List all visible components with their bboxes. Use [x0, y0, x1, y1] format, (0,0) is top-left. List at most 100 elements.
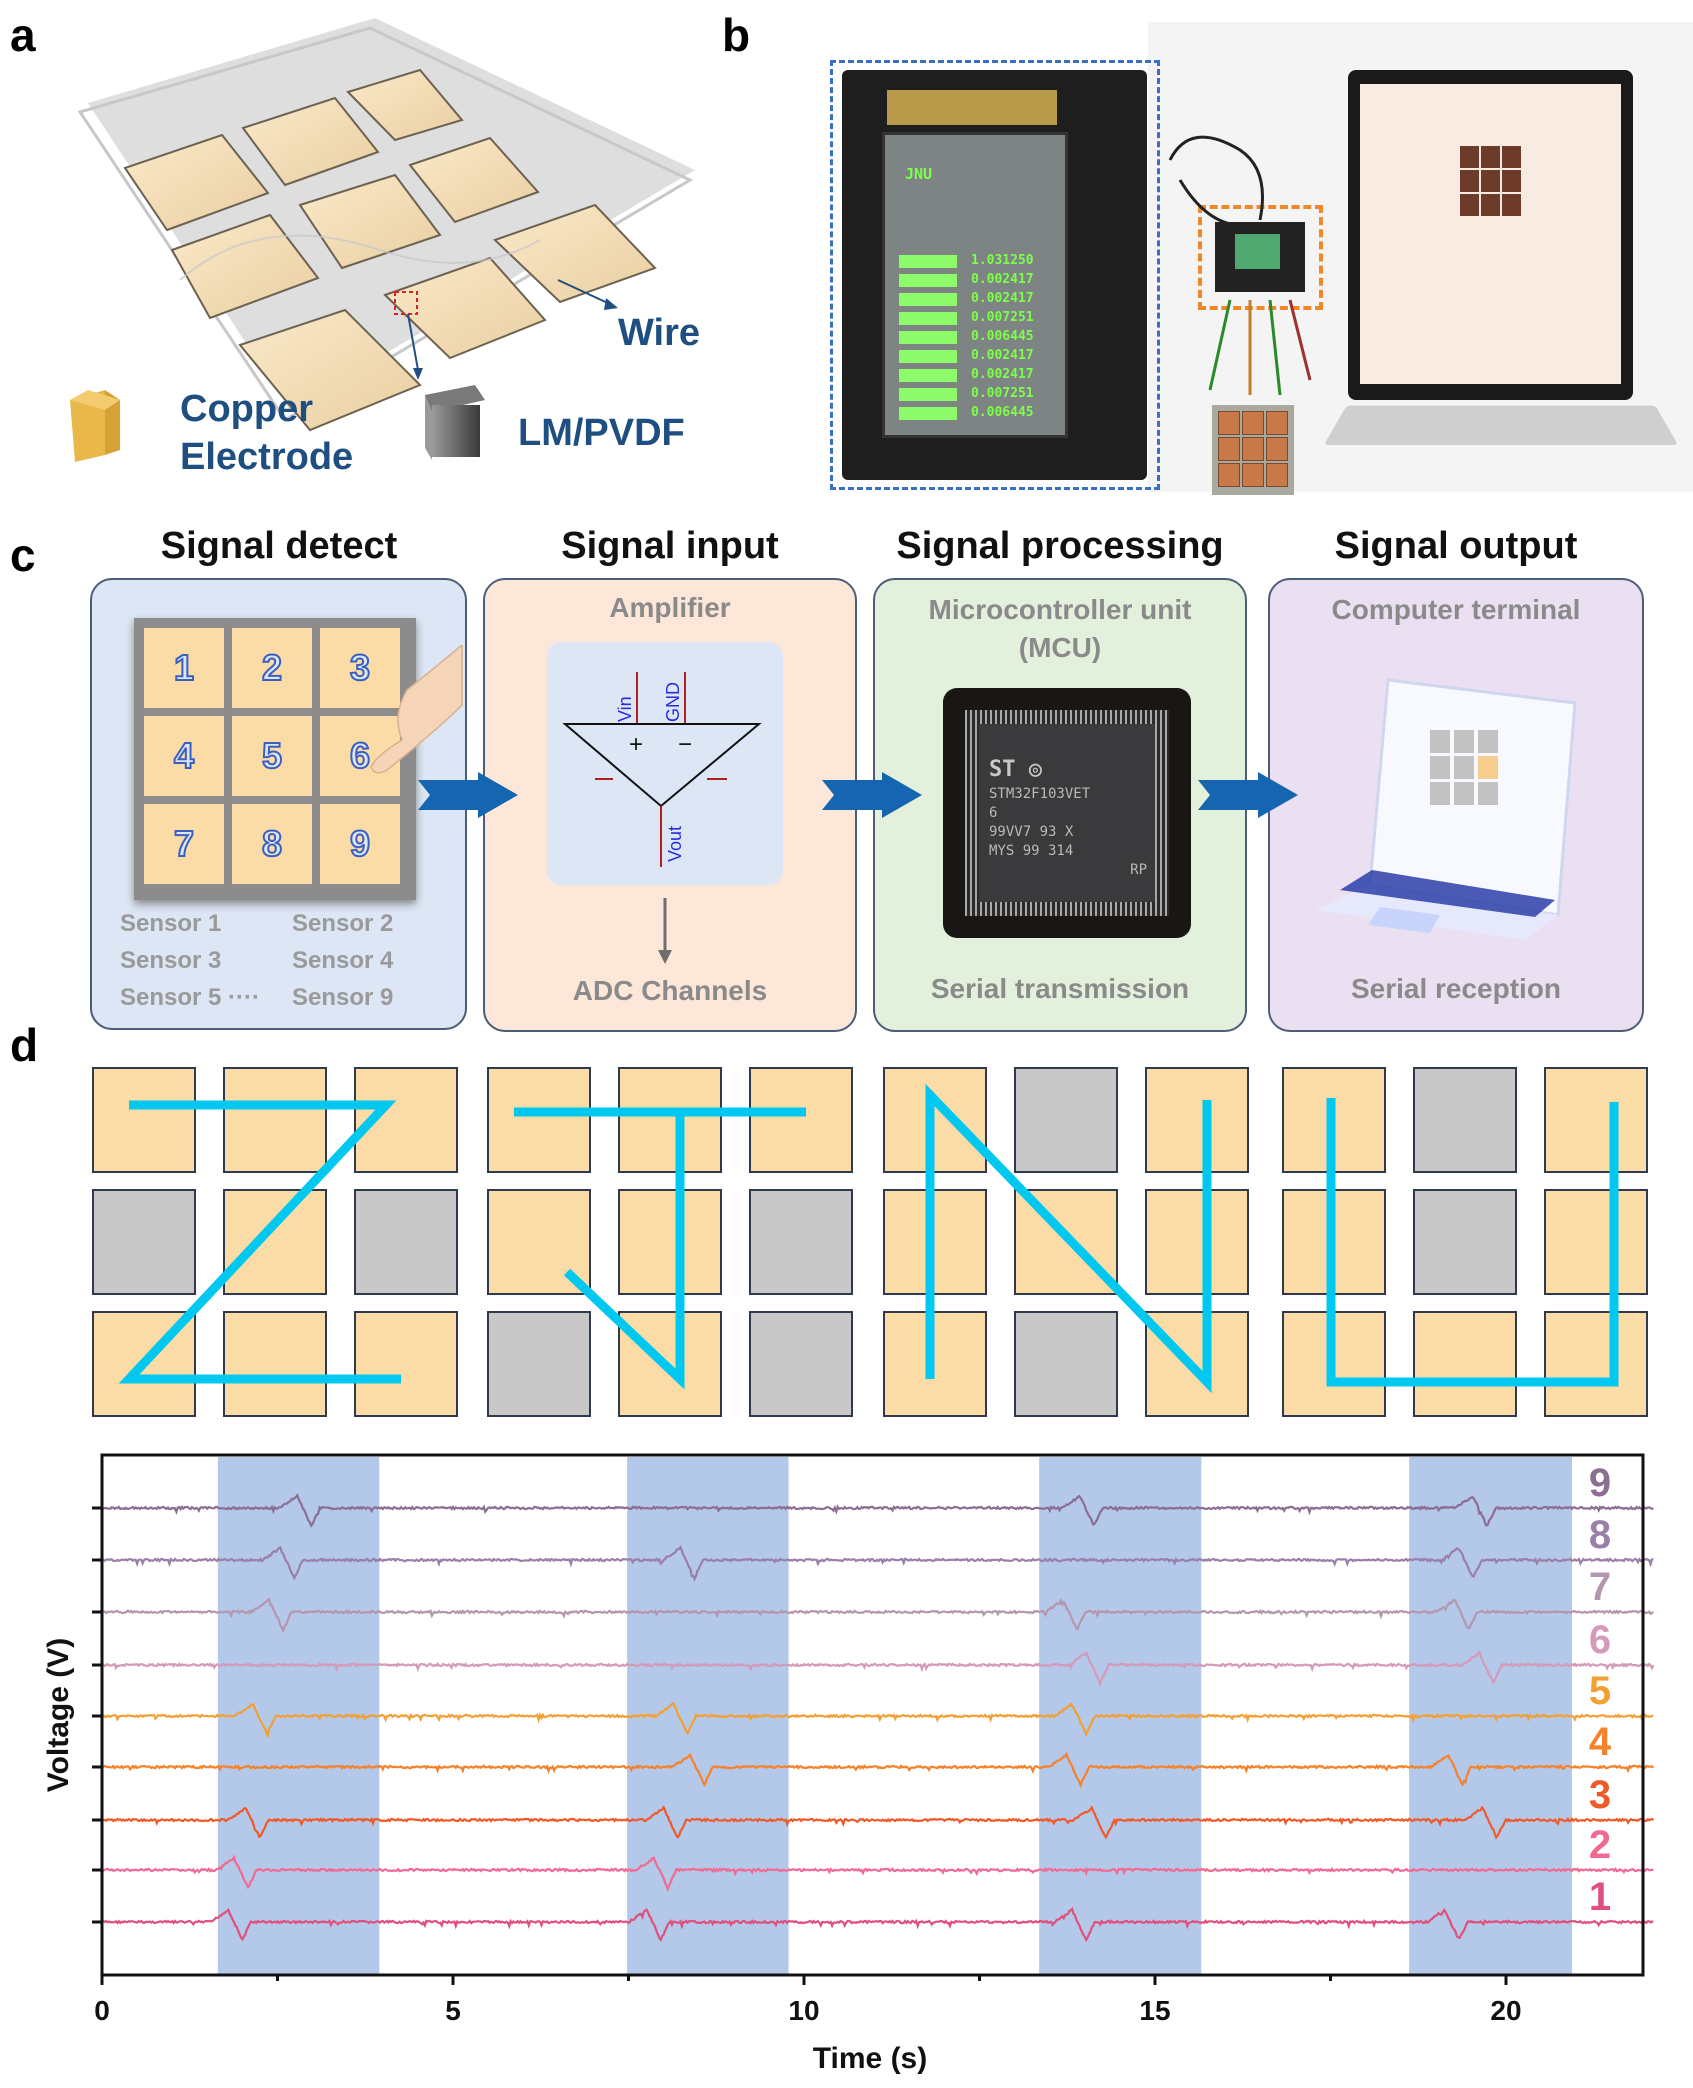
lm-pvdf-label: LM/PVDF — [518, 412, 685, 454]
arrow-right-icon — [418, 772, 518, 818]
laptop-screen — [1348, 70, 1633, 400]
lcd-row: 0.002417 — [891, 367, 1061, 384]
sensor-cell-4: 4 — [144, 716, 224, 796]
screen-sensor-cell — [1454, 730, 1474, 753]
vout-label: Vout — [665, 826, 685, 862]
chip-body: ST ◎ STM32F103VET 6 99VV7 93 X MYS 99 31… — [979, 724, 1155, 902]
mcu-label-line2: (MCU) — [1018, 632, 1102, 663]
lcd-value: 0.002417 — [971, 367, 1034, 382]
lcd-title: JNU — [905, 165, 933, 183]
chip-marking-2: 6 — [989, 805, 998, 821]
trajectory-N — [925, 1083, 1212, 1394]
peeled-film — [179, 234, 541, 281]
trajectory-U — [1326, 1098, 1619, 1387]
arrow-right-icon — [822, 772, 922, 818]
stage-box-input: Amplifier Vin GND Vout + − ADC Channels — [483, 578, 857, 1032]
laptop-grid-cell — [1481, 170, 1500, 192]
grid-cell-active — [1282, 1067, 1386, 1173]
grid-cell-active — [487, 1189, 591, 1295]
grid-cell-active — [1544, 1067, 1648, 1173]
series-label-1: 1 — [1589, 1875, 1611, 1919]
trace-sensor-2 — [101, 1854, 1654, 1893]
grid-cell-active — [1282, 1311, 1386, 1417]
photo-sensor-pad — [1218, 437, 1240, 461]
photo-sensor-pad — [1218, 463, 1240, 487]
chip-marking-1: STM32F103VET — [989, 786, 1091, 802]
screen-sensor-cell — [1430, 756, 1450, 779]
lm-pvdf-cube-icon — [425, 385, 485, 460]
grid-cell-active — [883, 1189, 987, 1295]
highlight-box — [394, 291, 418, 315]
sensor-cell-5: 5 — [232, 716, 312, 796]
trace-sensor-6 — [101, 1650, 1655, 1688]
trace-sensor-9 — [101, 1493, 1654, 1528]
copper-cube-icon — [70, 390, 120, 462]
lcd-value: 0.007251 — [971, 310, 1034, 325]
grid-cell-active — [1413, 1311, 1517, 1417]
trace-sensor-1 — [101, 1906, 1654, 1943]
lcd-value: 0.002417 — [971, 272, 1034, 287]
finger-icon — [370, 645, 463, 774]
screen-sensor-cell — [1430, 730, 1450, 753]
chip-marking-3: 99VV7 93 X — [989, 824, 1074, 840]
photo-sensor-pad — [1266, 463, 1288, 487]
sensor-cell-9: 9 — [320, 804, 400, 884]
grid-cell-inactive — [1014, 1311, 1118, 1417]
trace-sensor-7 — [101, 1597, 1654, 1634]
screen-sensor-cell — [1454, 756, 1474, 779]
photo-sensor-pad — [1266, 411, 1288, 435]
lcd-value: 0.006445 — [971, 329, 1034, 344]
series-label-7: 7 — [1589, 1565, 1611, 1609]
laptop-icon — [1315, 678, 1577, 940]
grid-cell-active — [1282, 1189, 1386, 1295]
laptop-grid-cell — [1481, 146, 1500, 168]
stage-box-output: Computer terminal Serial reception — [1268, 578, 1644, 1032]
grid-cell-inactive — [487, 1311, 591, 1417]
panel-letter-b: b — [722, 9, 751, 61]
letter-grid-J — [487, 1067, 853, 1417]
sensor-array-photo — [1212, 405, 1294, 495]
trace-sensor-4 — [101, 1751, 1655, 1789]
lcd-row: 0.007251 — [891, 310, 1061, 327]
photo-sensor-pad — [1242, 463, 1264, 487]
series-label-4: 4 — [1589, 1720, 1612, 1764]
x-axis-label: Time (s) — [813, 2042, 927, 2075]
sensor-list-5: Sensor 5 ···· — [120, 984, 261, 1011]
series-label-6: 6 — [1589, 1618, 1611, 1662]
lcd-row: 0.006445 — [891, 329, 1061, 346]
grid-cell-inactive — [1413, 1067, 1517, 1173]
sensor-cell-3: 3 — [320, 628, 400, 708]
x-tick-label: 0 — [94, 1995, 110, 2026]
vin-label: Vin — [615, 696, 635, 722]
op-amp-icon: Vin GND Vout + − — [562, 672, 762, 867]
grid-cell-active — [487, 1067, 591, 1173]
trajectory-J — [563, 1112, 685, 1390]
lcd-bar — [899, 293, 957, 306]
screen-sensor-cell — [1478, 730, 1498, 753]
sensor-list-2: Sensor 2 — [292, 910, 394, 937]
grid-cell-inactive — [92, 1189, 196, 1295]
panel-letter-d: d — [10, 1019, 39, 1071]
grid-cell-active — [354, 1311, 458, 1417]
grid-cell-active — [883, 1311, 987, 1417]
grid-cell-inactive — [1014, 1067, 1118, 1173]
mcu-label-line1: Microcontroller unit — [928, 594, 1192, 625]
photo-sensor-pad — [1218, 411, 1240, 435]
stage-title-output: Signal output — [1334, 525, 1578, 567]
sensor-list-9: Sensor 9 — [292, 984, 394, 1011]
lcd-bar — [899, 369, 957, 382]
grid-cell-active — [1544, 1189, 1648, 1295]
grid-cell-active — [92, 1067, 196, 1173]
serial-reception-label: Serial reception — [1350, 973, 1562, 1004]
y-axis-label: Voltage (V) — [42, 1638, 75, 1792]
down-arrow-icon — [658, 898, 672, 964]
stage-box-processing: Microcontroller unit (MCU) ST ◎ STM32F10… — [873, 578, 1247, 1032]
laptop-grid-cell — [1460, 194, 1479, 216]
lcd-bar — [899, 350, 957, 363]
lcd-bar — [899, 388, 957, 401]
lcd-row: 0.002417 — [891, 348, 1061, 365]
lcd-value: 0.002417 — [971, 291, 1034, 306]
series-label-2: 2 — [1589, 1823, 1611, 1867]
